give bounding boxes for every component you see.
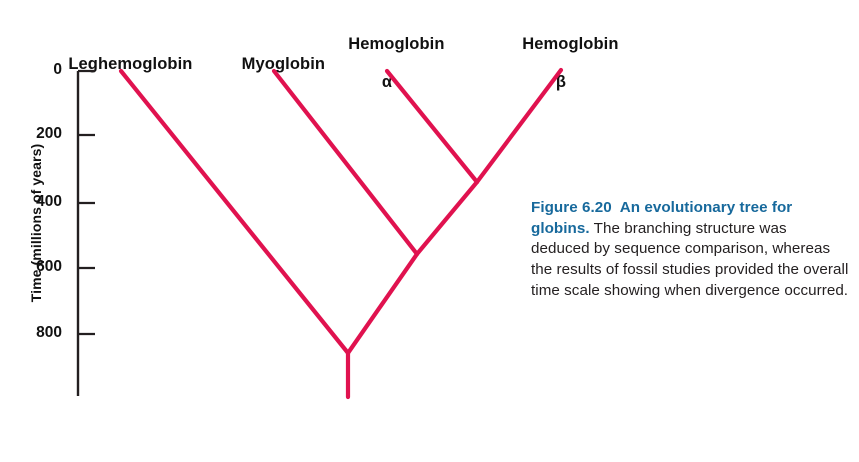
taxon-label-hemoglobin-beta: Hemoglobin β bbox=[476, 16, 646, 130]
figure-caption: Figure 6.20 An evolutionary tree for glo… bbox=[531, 198, 849, 302]
branch-myoglobin bbox=[271, 68, 420, 257]
y-axis-tick-label-0: 0 bbox=[53, 61, 62, 78]
y-axis-tick-label-400: 400 bbox=[36, 193, 62, 210]
taxon-label-myoglobin: Myoglobin bbox=[184, 36, 364, 93]
branch-hemoglobin-beta bbox=[474, 67, 564, 185]
branch-hemoglobin-ancestor bbox=[414, 179, 480, 257]
taxon-label-myoglobin-text: Myoglobin bbox=[241, 55, 326, 73]
y-axis-tick-label-200: 200 bbox=[36, 125, 62, 142]
taxon-label-hemoglobin-beta-symbol: β bbox=[555, 73, 567, 91]
taxon-label-hemoglobin-alpha-text: Hemoglobin bbox=[348, 35, 445, 53]
branch-hemoglobin-alpha bbox=[384, 68, 480, 185]
figure-caption-title: An evolutionary tree for globins. bbox=[531, 199, 793, 237]
taxon-label-leghemoglobin: Leghemoglobin bbox=[21, 36, 221, 93]
taxon-label-hemoglobin-alpha-symbol: α bbox=[381, 73, 393, 91]
taxon-label-hemoglobin-alpha: Hemoglobin α bbox=[302, 16, 472, 130]
tree-branches bbox=[118, 67, 564, 400]
branch-myoglobin-hemoglobin-ancestor bbox=[345, 251, 420, 356]
branch-leghemoglobin bbox=[118, 68, 351, 356]
figure-caption-body: The branching structure was deduced by s… bbox=[531, 219, 849, 299]
y-axis-ticks bbox=[78, 69, 95, 336]
y-axis-tick-label-600: 600 bbox=[36, 258, 62, 275]
taxon-label-hemoglobin-beta-text: Hemoglobin bbox=[522, 35, 619, 53]
y-axis-tick-label-800: 800 bbox=[36, 324, 62, 341]
taxon-label-leghemoglobin-text: Leghemoglobin bbox=[68, 55, 193, 73]
figure-caption-number: Figure 6.20 bbox=[531, 199, 612, 216]
